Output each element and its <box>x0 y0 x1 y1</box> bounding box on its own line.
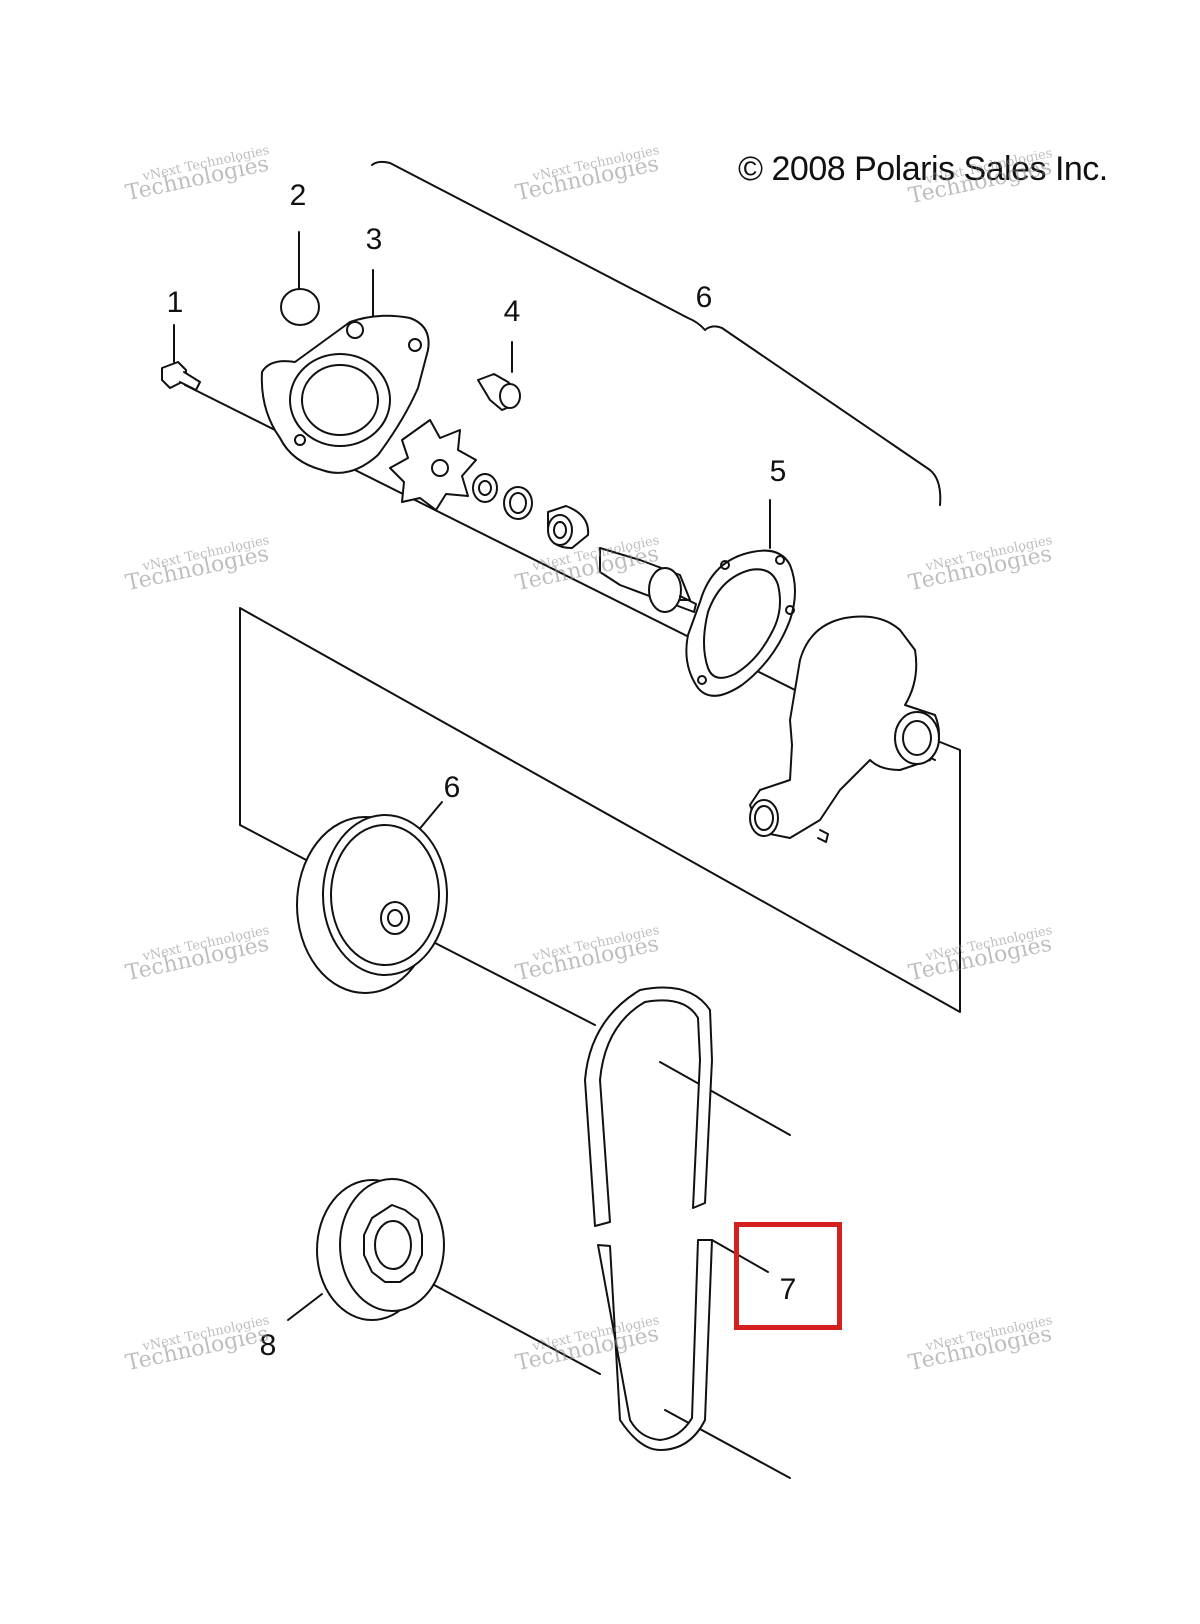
callout-7: 7 <box>779 1273 797 1306</box>
highlight-box-part-7 <box>734 1222 842 1330</box>
callout-1: 1 <box>166 286 184 319</box>
seal-rings <box>472 473 590 549</box>
callout-2: 2 <box>289 179 307 212</box>
pump-shaft <box>599 547 697 613</box>
bolt-part-4 <box>477 373 521 411</box>
callout-6-assembly: 6 <box>695 281 713 314</box>
pulley-part-8 <box>316 1178 445 1321</box>
gasket-part-5 <box>685 549 796 697</box>
callout-4: 4 <box>503 295 521 328</box>
belt-part-7 <box>584 986 713 1451</box>
assembly-bracket <box>371 160 942 506</box>
callout-5: 5 <box>769 455 787 488</box>
bolt-part-1 <box>161 361 201 391</box>
impeller <box>389 419 477 511</box>
callout-6-pulley: 6 <box>443 771 461 804</box>
copyright-notice: © 2008 Polaris Sales Inc. <box>738 150 1108 188</box>
callout-3: 3 <box>365 223 383 256</box>
callout-8: 8 <box>259 1329 277 1362</box>
pump-cover-part-3 <box>260 314 430 474</box>
o-ring-part-2 <box>280 288 320 326</box>
pulley-part-6 <box>296 814 448 994</box>
pump-housing <box>749 615 940 843</box>
leader-line-8 <box>287 1293 323 1321</box>
axis-line-belt-top <box>659 1061 791 1136</box>
axis-line-belt-bottom <box>664 1409 791 1479</box>
leader-line-7 <box>711 1239 769 1273</box>
